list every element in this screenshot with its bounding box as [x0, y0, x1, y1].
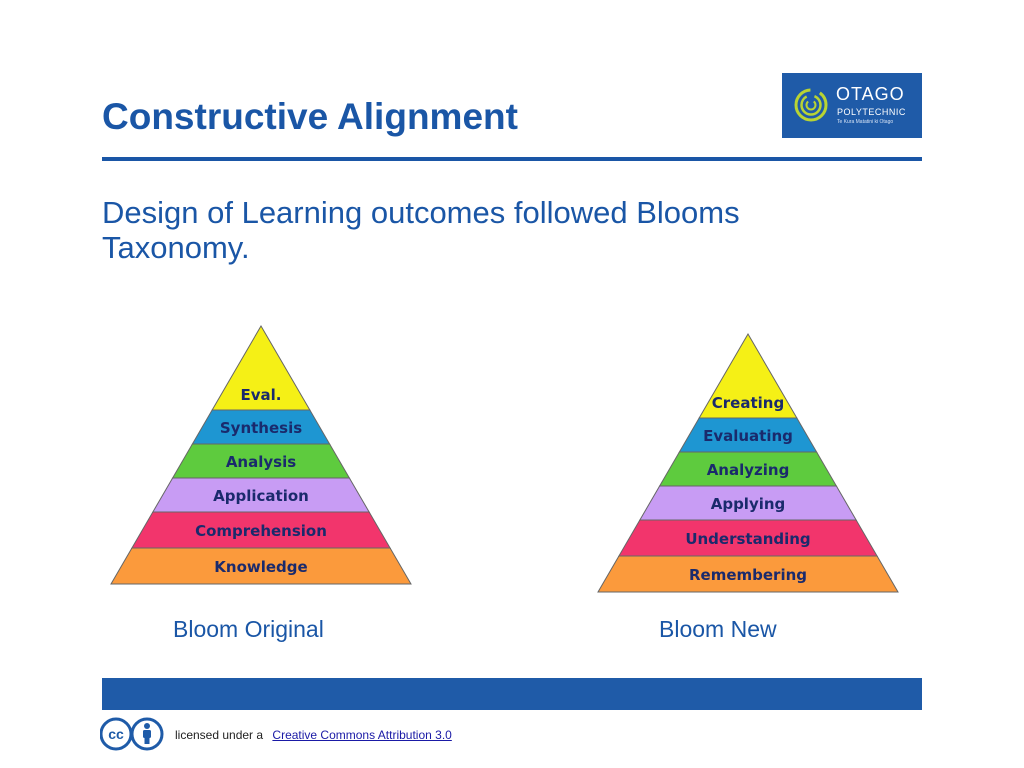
level-understanding-label: Understanding — [685, 530, 810, 548]
logo-name: OTAGO — [836, 84, 905, 104]
level-knowledge-label: Knowledge — [214, 558, 307, 576]
level-creating-label: Creating — [712, 394, 784, 412]
cc-by-icon[interactable]: cc — [100, 717, 164, 751]
level-synthesis-label: Synthesis — [220, 419, 302, 437]
level-applying-label: Applying — [711, 495, 786, 513]
title-divider — [102, 157, 922, 161]
logo-subname: POLYTECHNIC — [837, 107, 906, 117]
slide-subtitle: Design of Learning outcomes followed Blo… — [102, 195, 740, 265]
bloom-new-caption: Bloom New — [659, 616, 777, 642]
otago-ring-icon — [794, 88, 828, 122]
svg-text:cc: cc — [108, 726, 124, 742]
license-link[interactable]: Creative Commons Attribution 3.0 — [272, 728, 452, 742]
footer-bar — [102, 678, 922, 710]
level-analysis-label: Analysis — [226, 453, 296, 471]
level-analyzing-label: Analyzing — [707, 461, 790, 479]
level-remembering-band — [597, 555, 899, 593]
bloom-original-pyramid: Eval. SynthesisAnalysisApplicationCompreh… — [110, 325, 412, 585]
level-remembering-label: Remembering — [689, 566, 807, 584]
level-knowledge-band — [110, 547, 412, 585]
license-text: licensed under a — [175, 728, 264, 742]
level-evaluating-label: Evaluating — [703, 427, 793, 445]
license-notice: licensed under a Creative Commons Attrib… — [175, 728, 452, 742]
otago-polytechnic-logo: OTAGO POLYTECHNIC Te Kura Matatini ki Ot… — [782, 73, 922, 138]
level-eval-label: Eval. — [241, 386, 282, 404]
bloom-original-caption: Bloom Original — [173, 616, 324, 642]
level-comprehension-label: Comprehension — [195, 522, 327, 540]
level-application-label: Application — [213, 487, 309, 505]
logo-tagline: Te Kura Matatini ki Otago — [837, 119, 894, 125]
slide-title: Constructive Alignment — [102, 96, 518, 137]
bloom-new-pyramid: CreatingEvaluatingAnalyzingApplyingUnder… — [597, 333, 899, 593]
